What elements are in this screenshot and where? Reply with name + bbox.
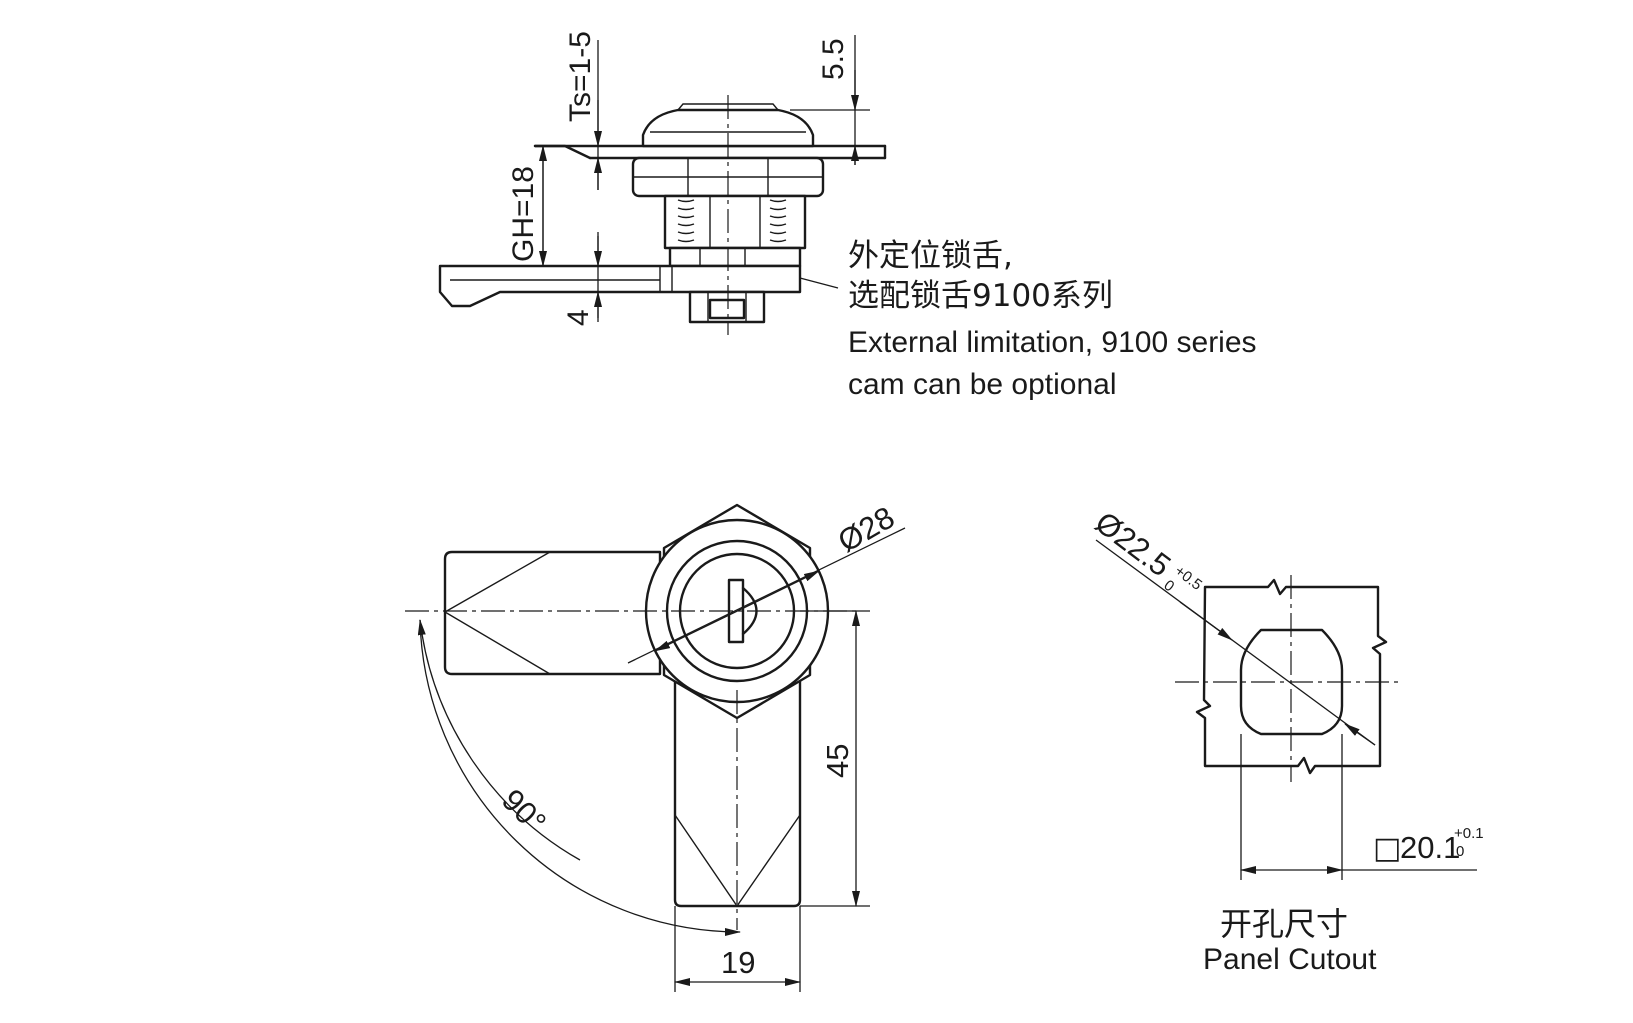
cam-blade (438, 264, 802, 308)
height-dimension: 45 (800, 610, 870, 907)
cam-collar (668, 246, 802, 268)
cutout-square-dimension: □ 20.1 +0.1 0 (1240, 734, 1484, 880)
panel-plate (533, 144, 887, 160)
note-text: 外定位锁舌, 选配锁舌9100系列 External limitation, 9… (848, 238, 1257, 401)
note-cn-line1: 外定位锁舌, (848, 238, 1013, 274)
ts-label: Ts=1-5 (564, 31, 597, 122)
ts-dimension: Ts=1-5 (564, 31, 602, 190)
cam-thickness-dimension: 4 (562, 232, 602, 326)
cutout-title-en: Panel Cutout (1203, 943, 1377, 976)
cutout-square-main: 20.1 (1400, 830, 1460, 865)
note-en-line2: cam can be optional (848, 368, 1117, 401)
cutout-square-tol-lower: 0 (1456, 843, 1464, 860)
height-label: 45 (820, 744, 855, 778)
threaded-body (663, 194, 807, 250)
note-leader (799, 277, 839, 289)
cutout-diameter-tol-upper: +0.5 (1171, 562, 1205, 593)
note-cn-line2: 选配锁舌9100系列 (848, 278, 1113, 314)
gh-label: GH=18 (507, 166, 540, 262)
width-dimension: 19 (674, 906, 801, 992)
cutout-diameter-dimension: Ø22.5 +0.5 0 (1089, 505, 1376, 746)
diameter-label: Ø28 (832, 499, 900, 559)
panel-cutout: Ø22.5 +0.5 0 □ 20.1 +0.1 0 开孔尺寸 Panel Cu… (1089, 505, 1484, 976)
angle-label: 90° (495, 782, 553, 840)
side-view: Ts=1-5 5.5 GH=18 4 (438, 31, 887, 335)
front-view: Ø28 45 19 90° (405, 499, 906, 992)
note-en-line1: External limitation, 9100 series (848, 326, 1257, 359)
cam-vertical (673, 678, 802, 908)
cam-horizontal (443, 550, 662, 676)
cam-thickness-label: 4 (562, 309, 595, 326)
cutout-hole (1239, 628, 1344, 736)
cutout-panel-outline (1195, 578, 1388, 775)
cutout-square-symbol: □ (1373, 831, 1401, 866)
cutout-title-cn: 开孔尺寸 (1220, 905, 1348, 943)
cutout-square-tol-upper: +0.1 (1454, 825, 1484, 842)
width-label: 19 (721, 945, 755, 980)
cam-screw (688, 290, 766, 324)
gh-dimension: GH=18 (507, 145, 547, 267)
top-dim-label: 5.5 (817, 38, 850, 80)
cutout-diameter-tol-lower: 0 (1160, 577, 1177, 596)
top-dimension: 5.5 (790, 35, 870, 165)
